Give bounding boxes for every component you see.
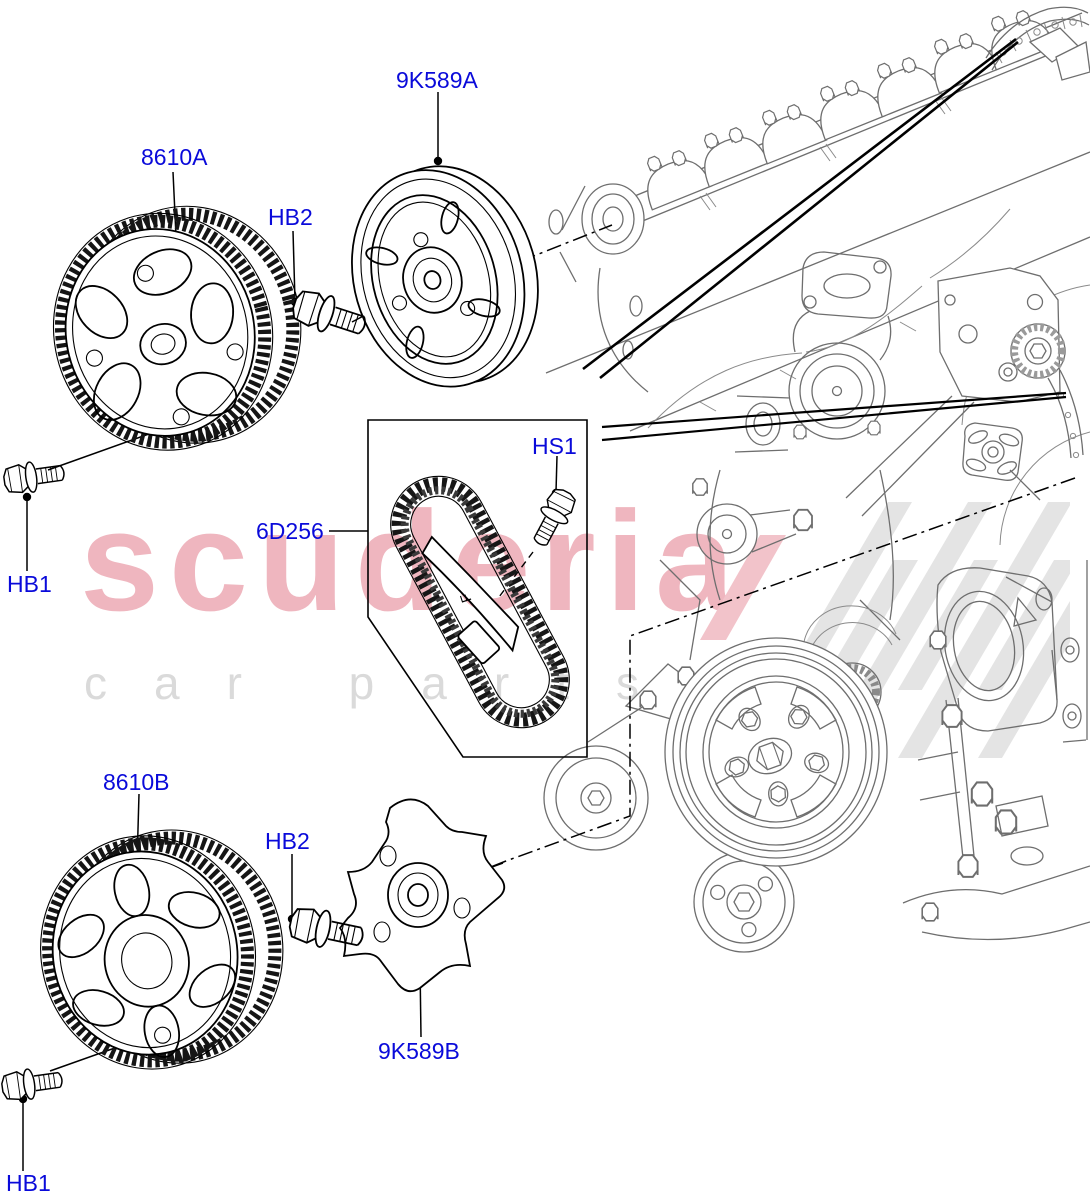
timing-chain-art: F <box>390 475 570 729</box>
washer-bolt-lower-art <box>0 1063 65 1104</box>
vct-pulley-upper-art <box>351 165 539 388</box>
callout-8610A[interactable]: 8610A <box>141 144 208 170</box>
cam-sprocket-lower-art <box>40 829 284 1070</box>
callout-8610B[interactable]: 8610B <box>103 769 170 795</box>
crank-pulley <box>664 637 888 867</box>
oil-pump-sprocket <box>1010 323 1084 459</box>
mount-bracket <box>845 267 1061 517</box>
tensioner-bolt-art <box>525 484 581 552</box>
callout-9K589B[interactable]: 9K589B <box>378 1038 460 1064</box>
belt-tensioner <box>692 478 813 565</box>
callout-HS1[interactable]: HS1 <box>532 433 577 459</box>
detail-box <box>367 419 588 758</box>
engine-chain-top <box>985 6 1090 81</box>
ps-pump-pulley <box>693 851 795 953</box>
cam-sprocket-upper-art <box>52 205 302 451</box>
callout-HB2-lower[interactable]: HB2 <box>265 828 310 854</box>
washer-bolt-upper-art <box>1 456 67 497</box>
thermostat-flange <box>801 251 892 319</box>
callout-9K589A[interactable]: 9K589A <box>396 67 478 93</box>
trigger-wheel-lower-art <box>338 798 506 993</box>
engine-assembly-art <box>543 6 1090 953</box>
callout-HB1-upper[interactable]: HB1 <box>7 571 52 597</box>
callout-6D256[interactable]: 6D256 <box>256 518 324 544</box>
callout-HB2-upper[interactable]: HB2 <box>268 204 313 230</box>
callout-HB1-lower[interactable]: HB1 <box>6 1170 51 1196</box>
block-linkage <box>917 560 1088 878</box>
camshaft-front-flange <box>548 183 649 393</box>
watermark-title: scuderia <box>80 482 745 641</box>
oil-pump-rotor <box>962 422 1041 501</box>
water-pump <box>788 310 892 440</box>
